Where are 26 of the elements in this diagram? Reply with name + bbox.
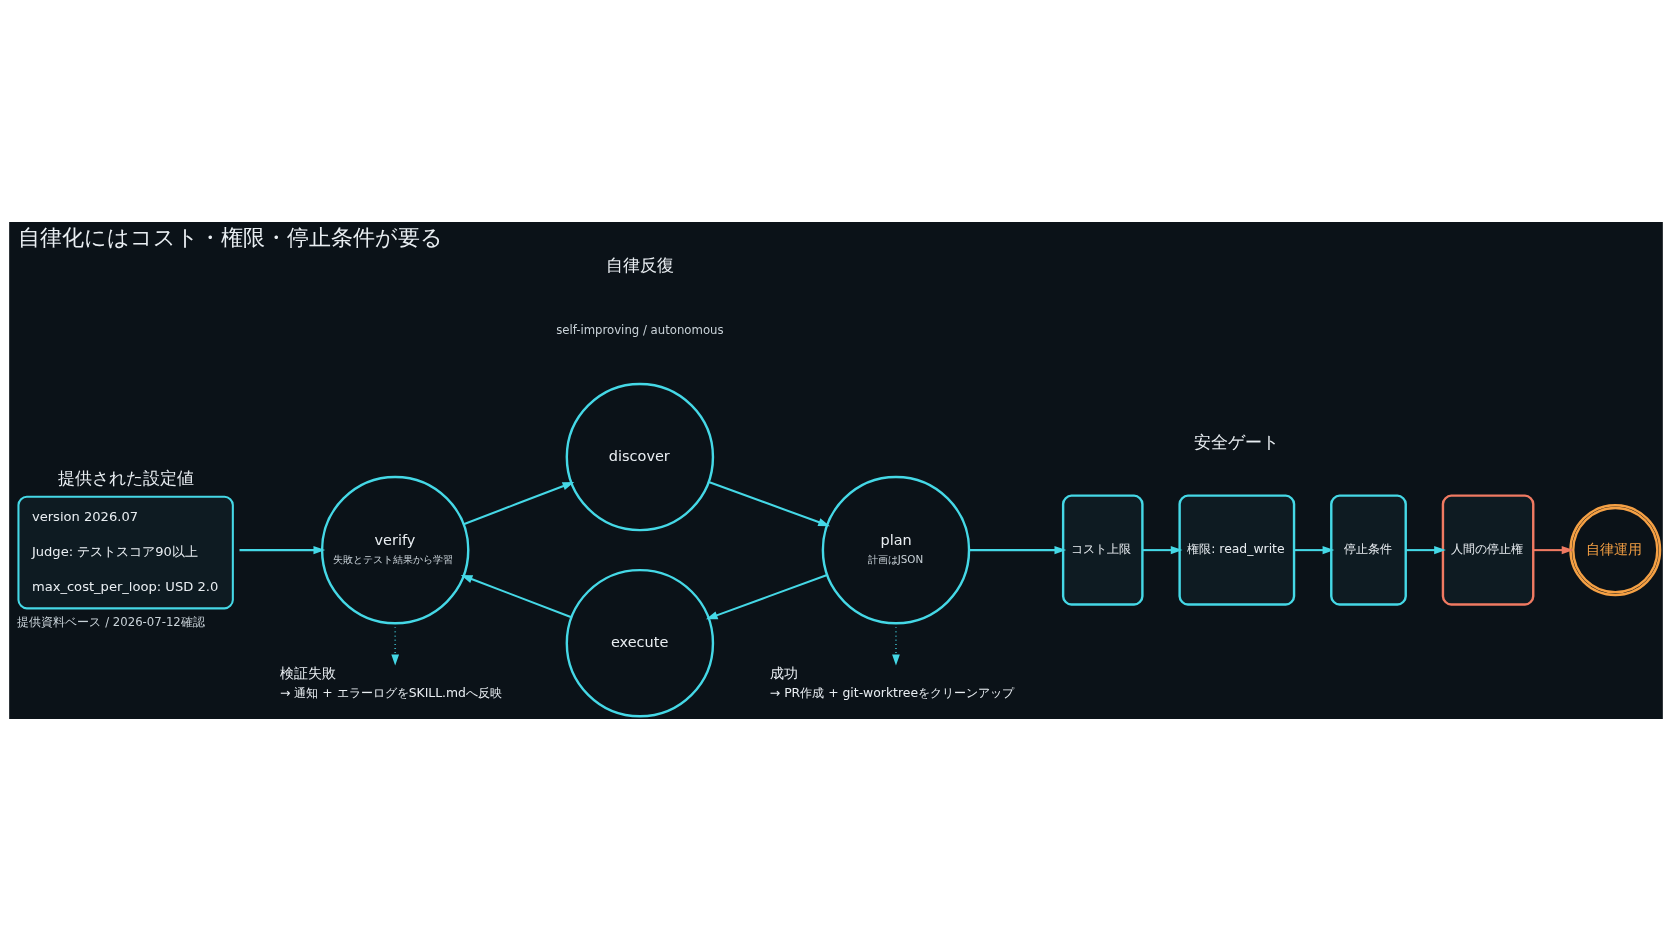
node-text: 検証失敗 → 通知 + エラーログをSKILL.mdへ反映: [280, 665, 502, 701]
node-circle: discover: [565, 382, 715, 532]
node-circle: verify 失敗とテスト結果から学習: [320, 475, 470, 625]
label: 自律反復: [605, 256, 674, 276]
node-label: 提供資料ベース / 2026-07-12確認: [17, 614, 205, 629]
node-box: コスト上限: [1061, 494, 1144, 606]
node-label: 提供された設定値: [58, 469, 195, 489]
node-circle: plan 計画はJSON: [821, 475, 971, 625]
diagram-title: 自律化にはコスト・権限・停止条件が要る: [18, 225, 444, 251]
arrow: [969, 546, 1067, 555]
arrow: [705, 574, 828, 620]
label: self-improving / autonomous: [556, 323, 724, 338]
node-circle: execute: [565, 568, 715, 718]
arrow: [1533, 546, 1574, 555]
node-box: 人間の停止権: [1441, 494, 1535, 606]
node-text: 成功 → PR作成 + git-worktreeをクリーンアップ: [769, 665, 1015, 701]
arrow: [1405, 546, 1446, 555]
arrow: [1142, 546, 1183, 555]
arrow: [460, 574, 572, 619]
arrow: [463, 481, 575, 526]
arrow: [708, 481, 830, 527]
arrow: [239, 546, 326, 555]
node-box: 権限: read_write: [1178, 494, 1296, 606]
label: 安全ゲート: [1194, 432, 1280, 452]
node-box: 停止条件: [1330, 494, 1407, 606]
arrow: [1294, 546, 1335, 555]
